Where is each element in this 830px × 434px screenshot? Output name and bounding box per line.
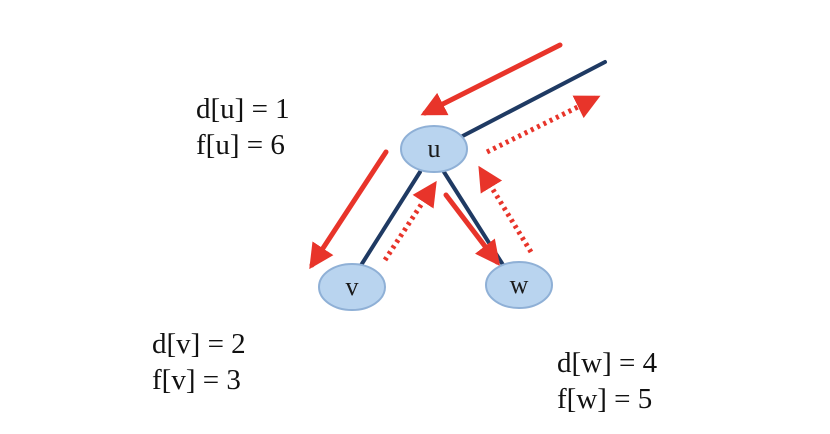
node-u: u: [400, 125, 468, 173]
arrow-descend-into-u: [420, 42, 563, 116]
finish-time-u: f[u] = 6: [196, 129, 285, 161]
discovery-time-u: d[u] = 1: [196, 93, 290, 125]
annotation-u: d[u] = 1 f[u] = 6: [196, 91, 290, 163]
node-u-label: u: [428, 134, 441, 163]
node-w: w: [485, 261, 553, 309]
annotation-w: d[w] = 4 f[w] = 5: [557, 345, 657, 417]
arrow-return-from-u: [485, 95, 601, 155]
edge-parent-u: [453, 60, 607, 142]
node-v: v: [318, 263, 386, 311]
discovery-time-v: d[v] = 2: [152, 328, 246, 360]
node-w-label: w: [510, 270, 529, 299]
arrow-descend-u-to-v: [309, 149, 389, 270]
finish-time-v: f[v] = 3: [152, 364, 241, 396]
arrow-return-w-to-u: [478, 165, 534, 254]
node-v-label: v: [346, 272, 359, 301]
arrow-descend-u-to-w: [443, 192, 501, 266]
discovery-time-w: d[w] = 4: [557, 347, 658, 379]
edge-u-w: [442, 170, 507, 270]
edge-u-v: [356, 170, 422, 272]
arrow-return-v-to-u: [382, 180, 437, 262]
annotation-v: d[v] = 2 f[v] = 3: [152, 326, 246, 398]
finish-time-w: f[w] = 5: [557, 383, 653, 415]
